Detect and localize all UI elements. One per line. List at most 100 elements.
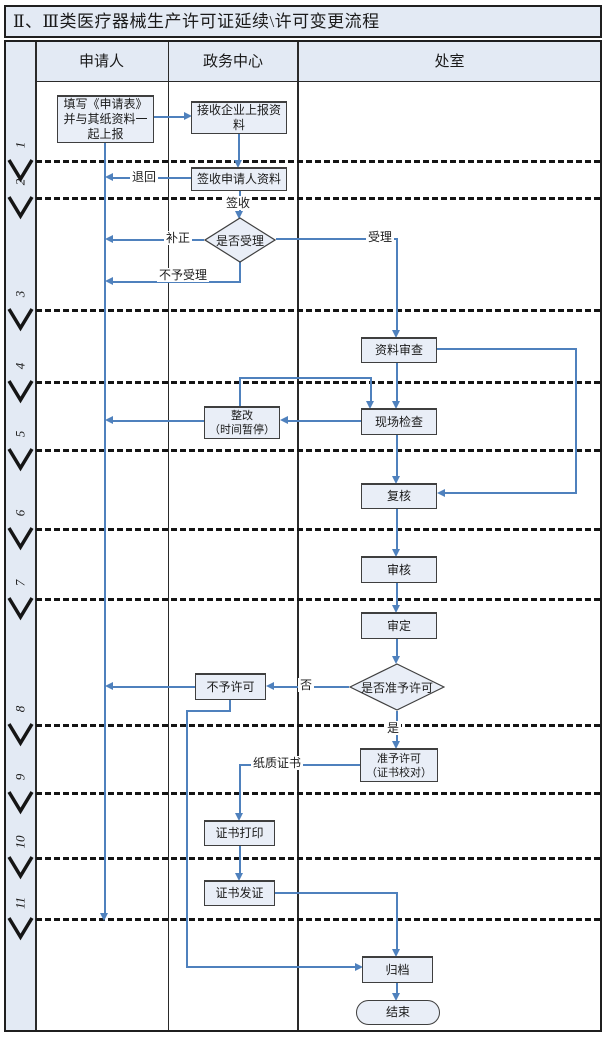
edge-label-no: 否: [298, 678, 315, 692]
flow-arrow-icon: [355, 963, 363, 971]
row-divider: [36, 197, 600, 200]
column-divider-line: [297, 42, 299, 1030]
flow-line: [396, 983, 398, 993]
node-cert-issue: 证书发证: [204, 880, 275, 906]
flow-arrow-icon: [392, 656, 400, 664]
node-label: 整改: [231, 410, 253, 422]
flow-line: [229, 700, 231, 712]
flow-line: [396, 435, 398, 476]
flow-arrow-icon: [392, 330, 400, 338]
rail-divider-line: [35, 42, 37, 1030]
flow-line: [396, 363, 398, 401]
table-frame: [4, 40, 602, 1032]
flow-arrow-icon: [105, 173, 113, 181]
row-chevron-icon: [7, 723, 34, 747]
flow-arrow-icon: [437, 489, 445, 497]
flow-arrow-icon: [105, 416, 113, 424]
node-end: 结束: [356, 1000, 440, 1025]
flow-line: [112, 239, 204, 241]
flow-line: [154, 116, 184, 118]
edge-label-return: 退回: [130, 170, 159, 184]
flow-line: [239, 846, 241, 873]
flow-line: [396, 583, 398, 605]
node-archive: 归档: [362, 956, 433, 983]
flow-arrow-icon: [235, 873, 243, 881]
row-number: 7: [12, 579, 28, 587]
row-number: 3: [12, 290, 28, 298]
node-rectification: 整改 （时间暂停）: [204, 406, 280, 439]
node-receive-materials: 接收企业上报资料: [191, 101, 287, 134]
flow-line: [396, 509, 398, 549]
flow-arrow-icon: [392, 741, 400, 749]
flow-arrow-icon: [392, 993, 400, 1001]
flow-line: [186, 710, 231, 712]
row-number: 4: [12, 362, 28, 370]
flow-line: [575, 348, 577, 494]
flow-line: [239, 764, 241, 813]
row-divider: [36, 309, 600, 312]
flow-line: [370, 377, 372, 401]
flow-line: [112, 686, 195, 688]
row-number: 6: [12, 509, 28, 517]
row-chevron-icon: [7, 597, 34, 621]
flow-arrow-icon: [392, 401, 400, 409]
flow-arrow-icon: [392, 605, 400, 613]
row-divider: [36, 792, 600, 795]
row-chevron-icon: [7, 159, 34, 183]
header-bottom-line: [35, 81, 600, 82]
row-chevron-icon: [7, 856, 34, 880]
row-number: 9: [12, 773, 28, 781]
row-divider: [36, 381, 600, 384]
edge-label-paper-cert: 纸质证书: [251, 756, 304, 770]
flow-arrow-icon: [366, 401, 374, 409]
node-cert-print: 证书打印: [204, 820, 275, 846]
flow-line: [238, 134, 240, 160]
row-divider: [36, 449, 600, 452]
flow-arrow-icon: [105, 277, 113, 285]
row-chevron-icon: [7, 196, 34, 220]
row-divider: [36, 598, 600, 601]
node-grant-license: 准予许可 （证书校对）: [360, 748, 438, 782]
node-label: 是否准予许可: [360, 680, 433, 695]
row-chevron-icon: [7, 308, 34, 332]
edge-label-not-accept: 不予受理: [157, 268, 210, 282]
flow-line: [287, 420, 361, 422]
row-divider: [36, 528, 600, 531]
edge-label-sign: 签收: [224, 196, 253, 210]
edge-label-yes: 是: [385, 721, 402, 735]
row-number: 5: [12, 430, 28, 438]
flow-line: [186, 710, 188, 967]
flow-arrow-icon: [392, 476, 400, 484]
flow-line: [276, 238, 398, 240]
edge-label-supplement: 补正: [164, 231, 193, 245]
flow-line: [437, 348, 577, 350]
row-chevron-icon: [7, 791, 34, 815]
node-deny-license: 不予许可: [195, 673, 266, 700]
node-sign-receive: 签收申请人资料: [191, 167, 287, 191]
node-grant-decision: 是否准予许可: [349, 663, 445, 711]
column-header-applicant: 申请人: [78, 54, 124, 70]
row-divider: [36, 857, 600, 860]
flow-arrow-icon: [392, 949, 400, 957]
flow-arrow-icon: [280, 416, 288, 424]
flow-line: [396, 238, 398, 330]
node-label: 准予许可: [377, 752, 421, 765]
flow-arrow-icon: [100, 913, 108, 921]
flow-arrow-icon: [105, 682, 113, 690]
row-divider: [36, 918, 600, 921]
flow-line: [275, 892, 398, 894]
flow-arrow-icon: [235, 813, 243, 821]
flow-line: [396, 892, 398, 949]
row-number-rail: [6, 42, 35, 1030]
flow-arrow-icon: [392, 549, 400, 557]
header-band: [35, 42, 600, 82]
node-material-review: 资料审查: [361, 337, 437, 363]
flow-line: [239, 262, 241, 282]
row-chevron-icon: [7, 527, 34, 551]
node-adjudicate: 审定: [361, 612, 437, 639]
node-recheck: 复核: [361, 483, 437, 509]
flow-arrow-icon: [266, 682, 274, 690]
diamond-shape-icon: [349, 663, 445, 711]
flow-arrow-icon: [234, 160, 242, 168]
